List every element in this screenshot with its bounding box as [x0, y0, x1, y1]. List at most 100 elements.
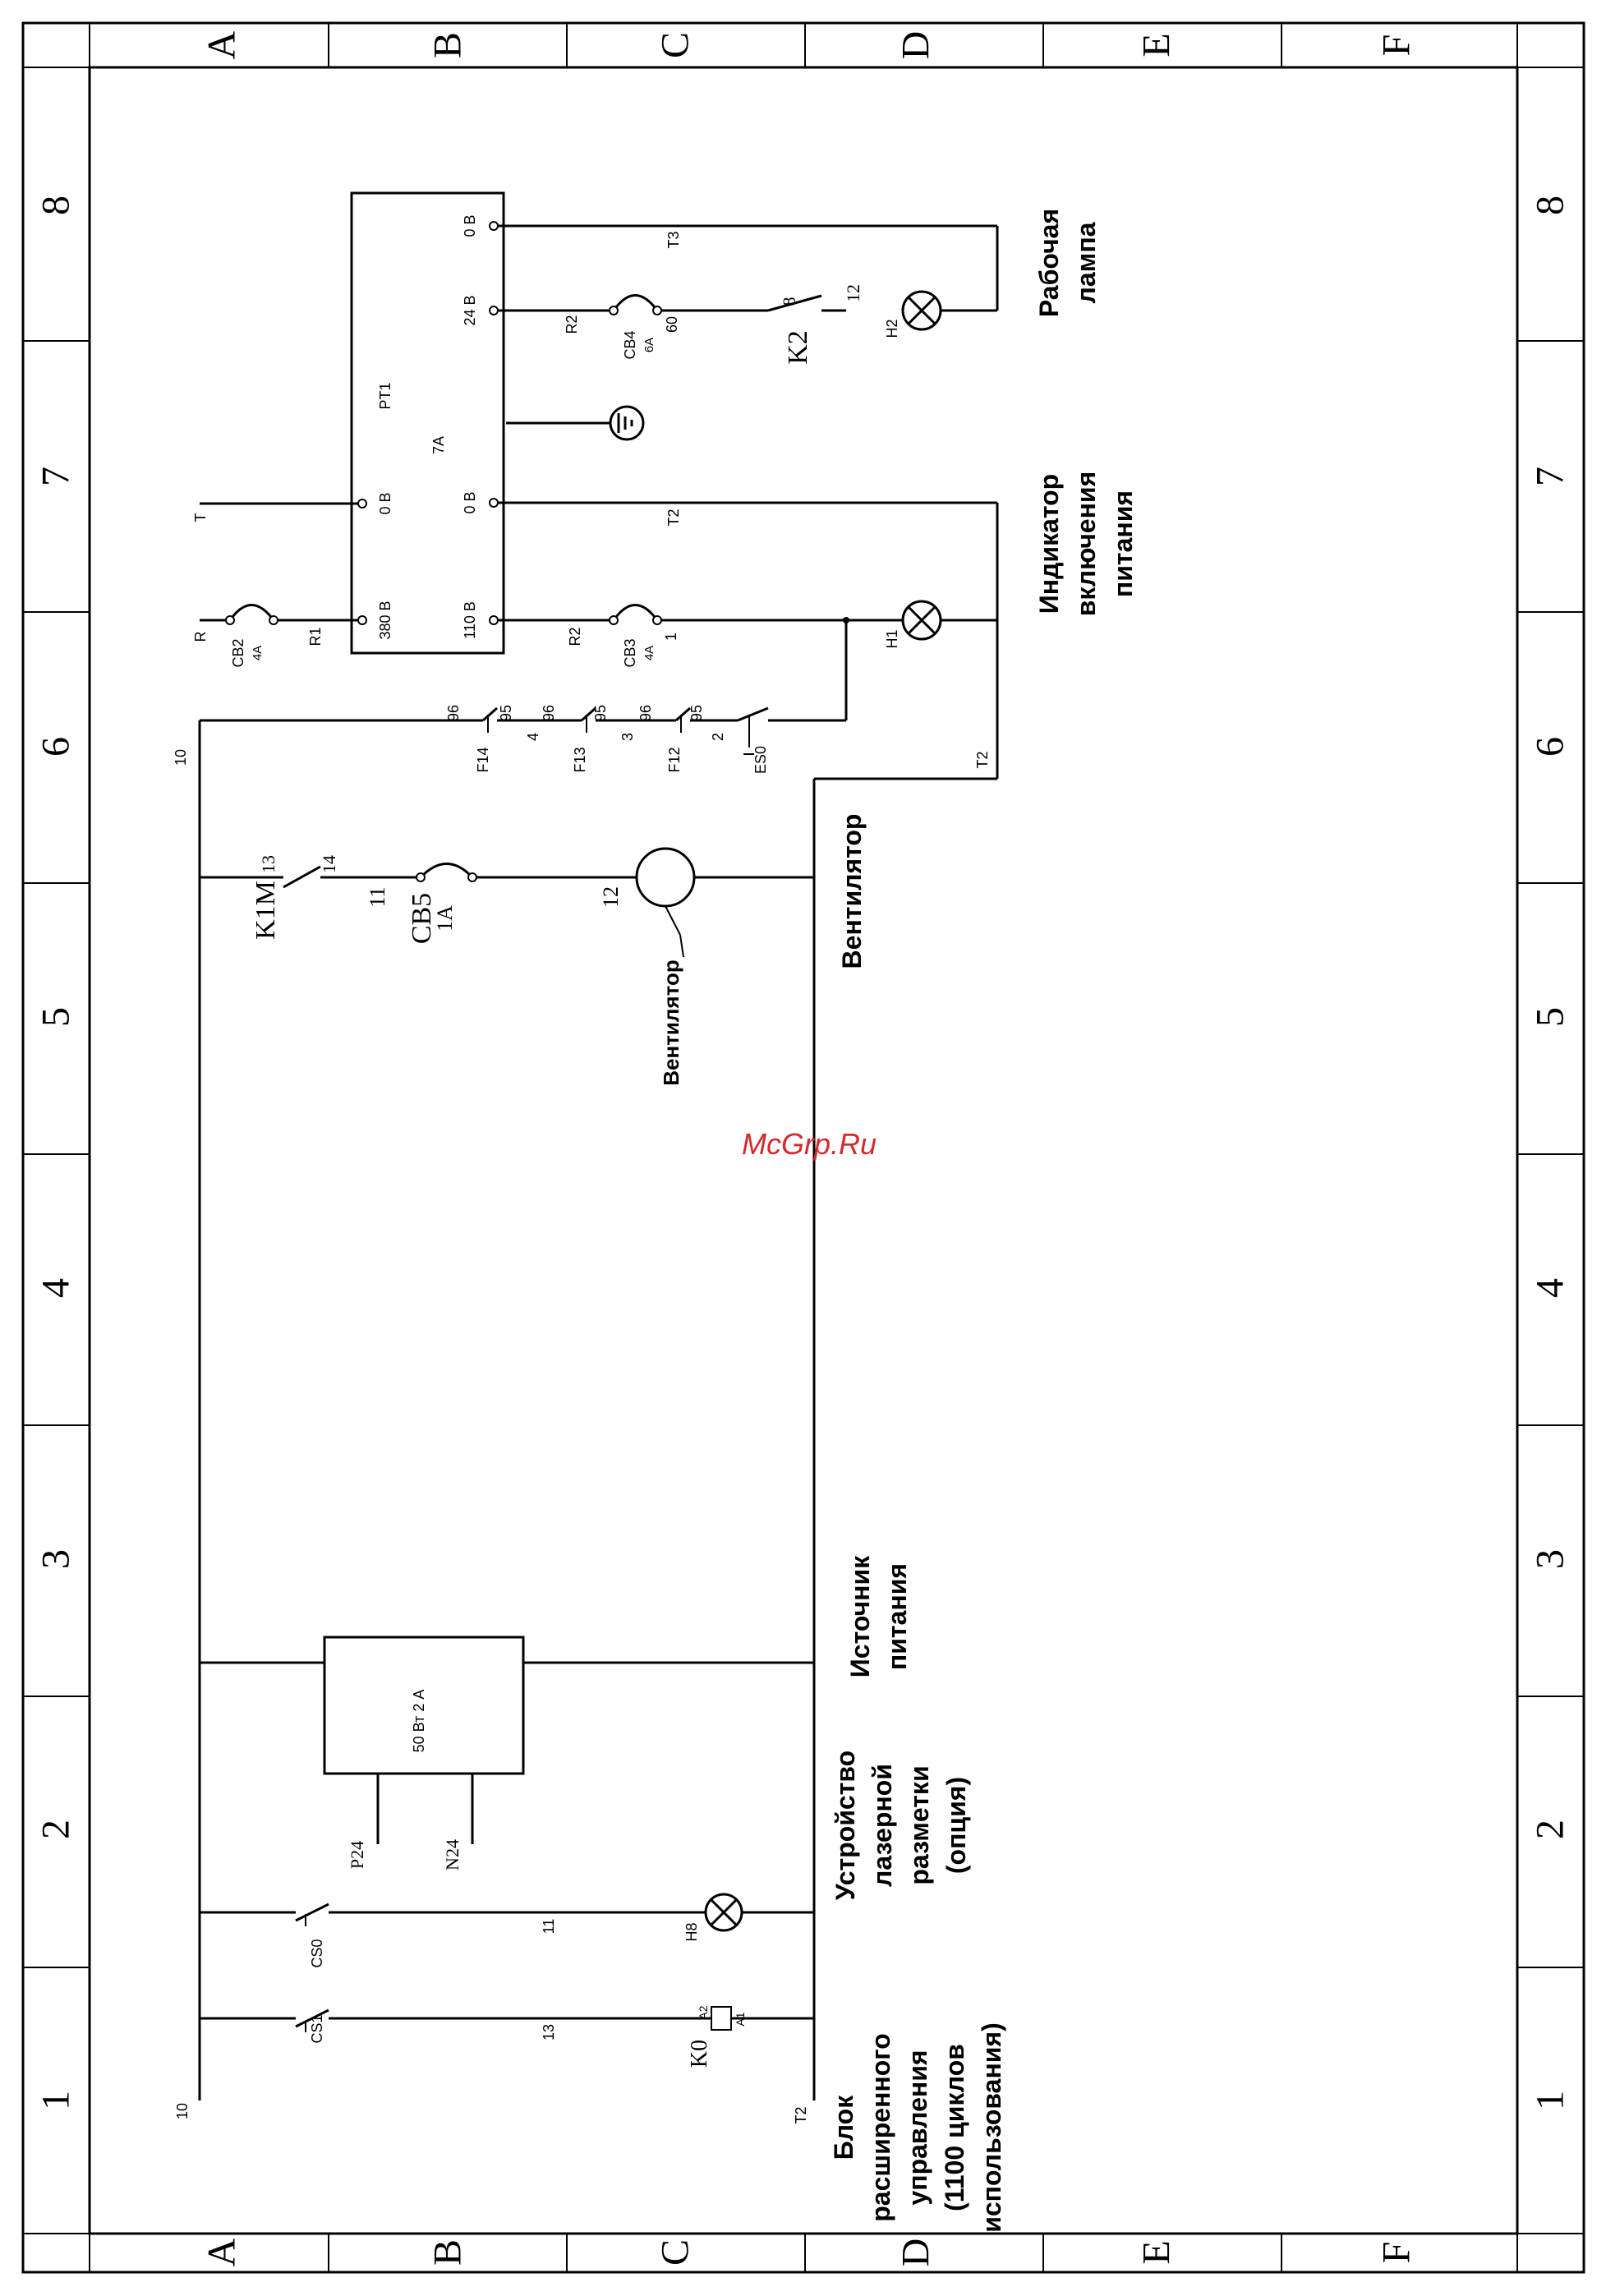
wire-label-11-fan: 11	[366, 886, 389, 907]
terminal-n24: N24	[442, 1839, 462, 1870]
row-label-b-top: B	[426, 32, 470, 58]
watermark: McGrp.Ru	[741, 1127, 877, 1161]
column-label-7-right: 7	[1529, 467, 1572, 486]
work-lamp-title-line-1: Рабочая	[1034, 209, 1064, 317]
transformer-tap-0v-top: 0 В	[462, 214, 478, 237]
wire-label-10-bottom: 10	[174, 2103, 191, 2119]
row-label-c-bottom: C	[654, 2239, 697, 2266]
component-label-k2: K2	[783, 330, 813, 365]
transformer-rating: 7A	[430, 436, 447, 454]
column-label-4-left: 4	[35, 1278, 78, 1298]
component-label-f12: F12	[666, 747, 683, 772]
power-indicator-title-line-2: включения	[1071, 472, 1101, 617]
transformer-tap-24v: 24 В	[462, 295, 478, 325]
fan-block-title: Вентилятор	[837, 814, 867, 969]
wire-label-t2-secondary: T2	[665, 508, 682, 526]
power-indicator-title-line-3: питания	[1108, 490, 1138, 597]
component-label-f13: F13	[572, 747, 588, 772]
wire-label-t3: T3	[665, 231, 682, 248]
laser-title-line-2: лазерной	[867, 1764, 897, 1887]
row-label-a-top: A	[200, 30, 244, 59]
column-label-5-right: 5	[1529, 1007, 1572, 1027]
wire-label-60: 60	[664, 316, 680, 333]
row-label-f-top: F	[1375, 35, 1419, 57]
column-label-1-right: 1	[1529, 2091, 1572, 2110]
column-label-7-left: 7	[35, 467, 78, 486]
component-label-cb4: CB4	[622, 330, 638, 359]
column-label-1-left: 1	[35, 2091, 78, 2110]
component-rating-cb3: 4A	[642, 646, 656, 660]
wire-label-3: 3	[619, 733, 636, 741]
wire-label-1: 1	[663, 633, 679, 641]
row-label-e-bottom: E	[1135, 2240, 1179, 2264]
fan-motor-label: Вентилятор	[659, 959, 683, 1086]
power-supply-title-line-1: Источник	[845, 1555, 875, 1677]
component-label-cs0: CS0	[309, 1939, 325, 1967]
wire-label-t2-corner: T2	[974, 751, 991, 768]
control-block-title-line-3: управления	[903, 2050, 932, 2205]
laser-title-line-1: Устройство	[831, 1751, 860, 1900]
component-rating-cb5: 1A	[433, 905, 457, 932]
control-block-title-line-4: (1100 циклов	[940, 2044, 969, 2211]
work-lamp-title-line-2: лампа	[1071, 222, 1101, 303]
pin-label-13: 13	[258, 855, 278, 873]
terminal-p24: P24	[347, 1841, 367, 1869]
column-label-2-right: 2	[1529, 1820, 1572, 1839]
psu-rating-label: 50 Вт 2 А	[411, 1690, 427, 1753]
component-label-k0: K0	[687, 2040, 712, 2068]
wire-label-13-control: 13	[541, 2024, 557, 2041]
column-label-8-right: 8	[1529, 196, 1572, 215]
wire-label-t: T	[192, 513, 209, 522]
laser-title-line-3: разметки	[904, 1765, 934, 1884]
component-rating-cb4: 6A	[642, 338, 656, 352]
row-label-f-bottom: F	[1375, 2242, 1419, 2264]
component-label-cs1: CS1	[309, 2014, 325, 2043]
transformer-tap-110v: 110 В	[462, 601, 478, 639]
pin-label-95-f12: 95	[688, 705, 705, 721]
row-label-c-top: C	[654, 32, 697, 58]
column-label-6-left: 6	[35, 737, 78, 757]
row-label-e-top: E	[1135, 33, 1179, 57]
control-block-title-line-2: расширенного	[866, 2033, 895, 2221]
component-rating-cb2: 4A	[251, 646, 265, 660]
column-label-2-left: 2	[35, 1820, 78, 1839]
pin-label-a1: A1	[734, 2012, 747, 2026]
pin-label-12: 12	[843, 284, 863, 302]
pin-label-96-f13: 96	[541, 705, 557, 721]
power-indicator-title-line-1: Индикатор	[1034, 474, 1064, 614]
wire-label-12-fan: 12	[599, 886, 623, 908]
row-label-b-bottom: B	[426, 2239, 470, 2266]
wire-label-4: 4	[525, 733, 541, 741]
column-label-5-left: 5	[35, 1007, 78, 1027]
component-label-cb2: CB2	[230, 638, 246, 667]
transformer-tap-0v-mid: 0 В	[462, 491, 478, 513]
wire-label-r2-24: R2	[564, 315, 580, 334]
column-label-6-right: 6	[1529, 737, 1572, 757]
transformer-name: PT1	[377, 382, 393, 409]
wire-label-r: R	[192, 632, 209, 642]
wire-label-2: 2	[710, 733, 726, 741]
component-label-cb5: CB5	[407, 893, 437, 944]
component-label-cb3: CB3	[622, 638, 638, 667]
pin-label-96-f12: 96	[637, 705, 654, 721]
pin-label-a2: A2	[697, 2005, 710, 2019]
wire-label-t2-bottom: T2	[793, 2106, 809, 2123]
laser-title-line-4: (опция)	[941, 1777, 971, 1874]
pin-label-95-f14: 95	[498, 705, 514, 721]
wire-label-r1: R1	[307, 627, 324, 646]
transformer-tap-380v: 380 В	[377, 600, 393, 639]
column-label-3-right: 3	[1529, 1549, 1572, 1569]
column-label-8-left: 8	[35, 196, 78, 215]
column-label-3-left: 3	[35, 1549, 78, 1569]
component-label-es0: ES0	[752, 746, 769, 774]
power-supply-title-line-2: питания	[882, 1563, 912, 1670]
component-label-f14: F14	[475, 747, 491, 772]
pin-label-14: 14	[319, 855, 339, 873]
row-label-d-top: D	[895, 31, 938, 60]
component-label-h8: H8	[683, 1922, 700, 1941]
control-block-title-line-1: Блок	[829, 2095, 858, 2160]
row-label-a-bottom: A	[200, 2238, 244, 2266]
pin-label-95-f13: 95	[592, 705, 609, 721]
wire-label-10-top: 10	[173, 749, 189, 766]
